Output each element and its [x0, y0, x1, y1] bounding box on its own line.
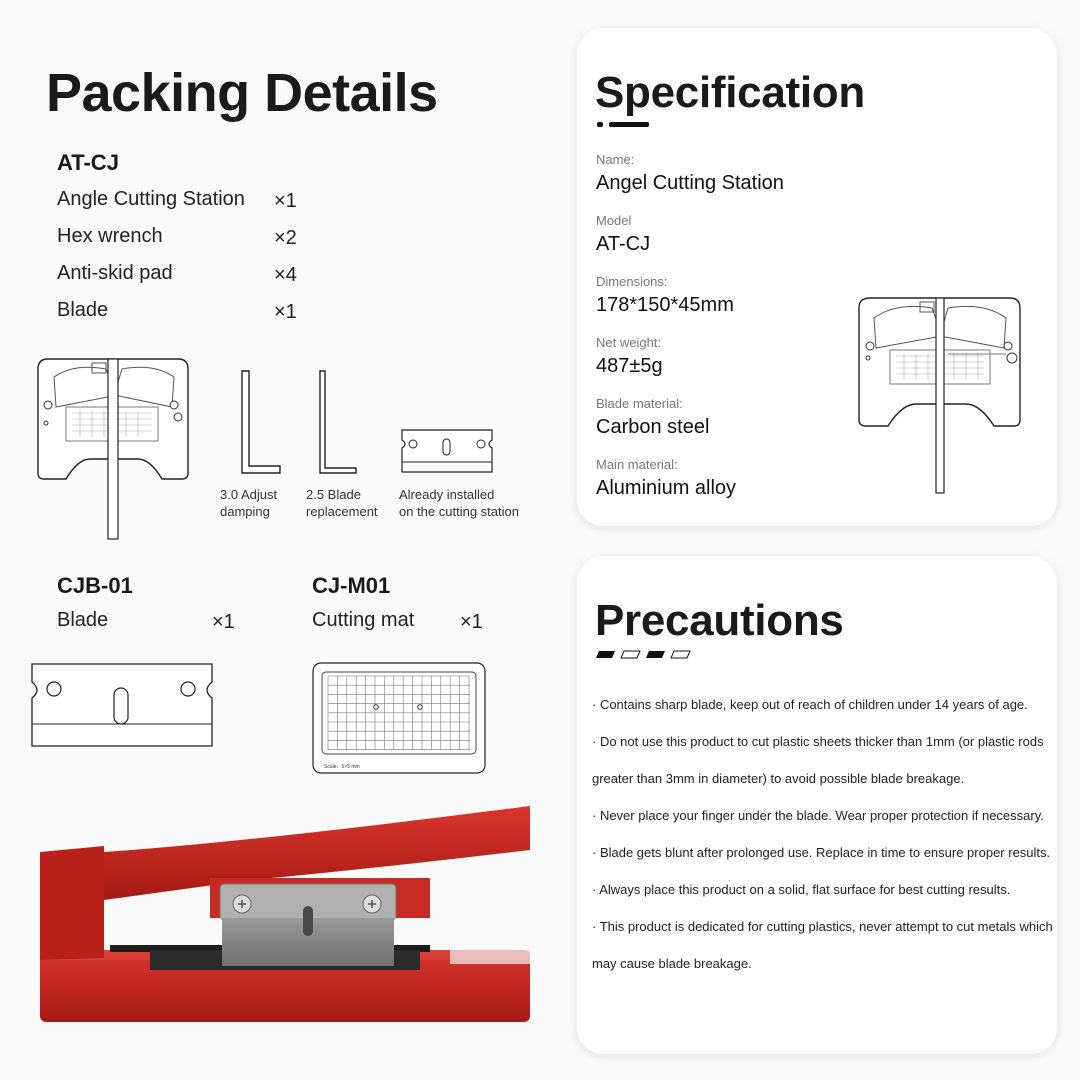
- caption-line: on the cutting station: [399, 504, 519, 519]
- spec-label: Main material:: [596, 457, 678, 472]
- spec-label: Net weight:: [596, 335, 662, 350]
- spec-label: Model: [596, 213, 632, 228]
- precaution-line: · Always place this product on a solid, …: [592, 882, 1011, 897]
- caption-line: 2.5 Blade: [306, 487, 361, 502]
- title-underline: [609, 122, 649, 127]
- packing-title: Packing Details: [46, 63, 438, 123]
- spec-label: Blade material:: [596, 396, 683, 411]
- precautions-list: · Contains sharp blade, keep out of reac…: [592, 686, 1057, 982]
- hex-wrench-2-5-icon: [319, 370, 357, 474]
- precaution-line: · This product is dedicated for cutting …: [592, 919, 1053, 934]
- precautions-card: [577, 556, 1057, 1054]
- title-decoration: [596, 650, 691, 659]
- precaution-line: · Do not use this product to cut plastic…: [592, 734, 1044, 749]
- accessory2-name: Cutting mat: [312, 609, 415, 631]
- precaution-line: greater than 3mm in diameter) to avoid p…: [592, 771, 965, 786]
- packing-item-name: Anti-skid pad: [57, 262, 173, 284]
- cutting-mat-icon: Scale：5×5 mm: [312, 662, 486, 774]
- main-model: AT-CJ: [57, 150, 119, 175]
- accessory1-qty: ×1: [212, 611, 235, 633]
- blade-large-icon: [31, 663, 213, 747]
- precaution-line: · Contains sharp blade, keep out of reac…: [592, 697, 1028, 712]
- spec-value: Carbon steel: [596, 416, 710, 438]
- packing-item-qty: ×1: [274, 301, 297, 323]
- wrench-25-caption: 2.5 Blade replacement: [306, 486, 378, 520]
- packing-item-qty: ×4: [274, 264, 297, 286]
- blade-small-icon: [401, 429, 493, 473]
- specification-title: Specification: [595, 68, 865, 117]
- precaution-line: · Blade gets blunt after prolonged use. …: [592, 845, 1051, 860]
- accessory2-model: CJ-M01: [312, 573, 391, 598]
- spec-value: 487±5g: [596, 355, 663, 377]
- caption-line: Already installed: [399, 487, 495, 502]
- accessory1-name: Blade: [57, 609, 109, 631]
- packing-item-name: Blade: [57, 299, 109, 321]
- blade-installed-caption: Already installed on the cutting station: [399, 486, 519, 520]
- precaution-line: may cause blade breakage.: [592, 956, 752, 971]
- specification-card: [577, 28, 1057, 526]
- packing-item-name: Hex wrench: [57, 225, 163, 247]
- product-photo: [40, 806, 530, 1022]
- caption-line: damping: [220, 504, 270, 519]
- hex-wrench-3-icon: [241, 370, 281, 474]
- spec-label: Name:: [596, 152, 635, 167]
- spec-value: Angel Cutting Station: [596, 172, 784, 194]
- spec-value: AT-CJ: [596, 233, 651, 255]
- cutting-station-illustration: [37, 358, 189, 540]
- caption-line: replacement: [306, 504, 378, 519]
- spec-value: 178*150*45mm: [596, 294, 734, 316]
- cutting-station-illustration: [858, 297, 1021, 494]
- packing-item-qty: ×1: [274, 190, 297, 212]
- wrench-30-caption: 3.0 Adjust damping: [220, 486, 277, 520]
- title-underline: [597, 122, 603, 127]
- precautions-title: Precautions: [595, 596, 844, 645]
- spec-value: Aluminium alloy: [596, 477, 737, 499]
- caption-line: 3.0 Adjust: [220, 487, 278, 502]
- mat-scale-label: Scale：5×5 mm: [324, 764, 360, 770]
- packing-item-qty: ×2: [274, 227, 297, 249]
- spec-label: Dimensions:: [596, 274, 668, 289]
- accessory1-model: CJB-01: [57, 573, 133, 598]
- packing-item-name: Angle Cutting Station: [57, 188, 245, 210]
- precaution-line: · Never place your finger under the blad…: [592, 808, 1044, 823]
- accessory2-qty: ×1: [460, 611, 483, 633]
